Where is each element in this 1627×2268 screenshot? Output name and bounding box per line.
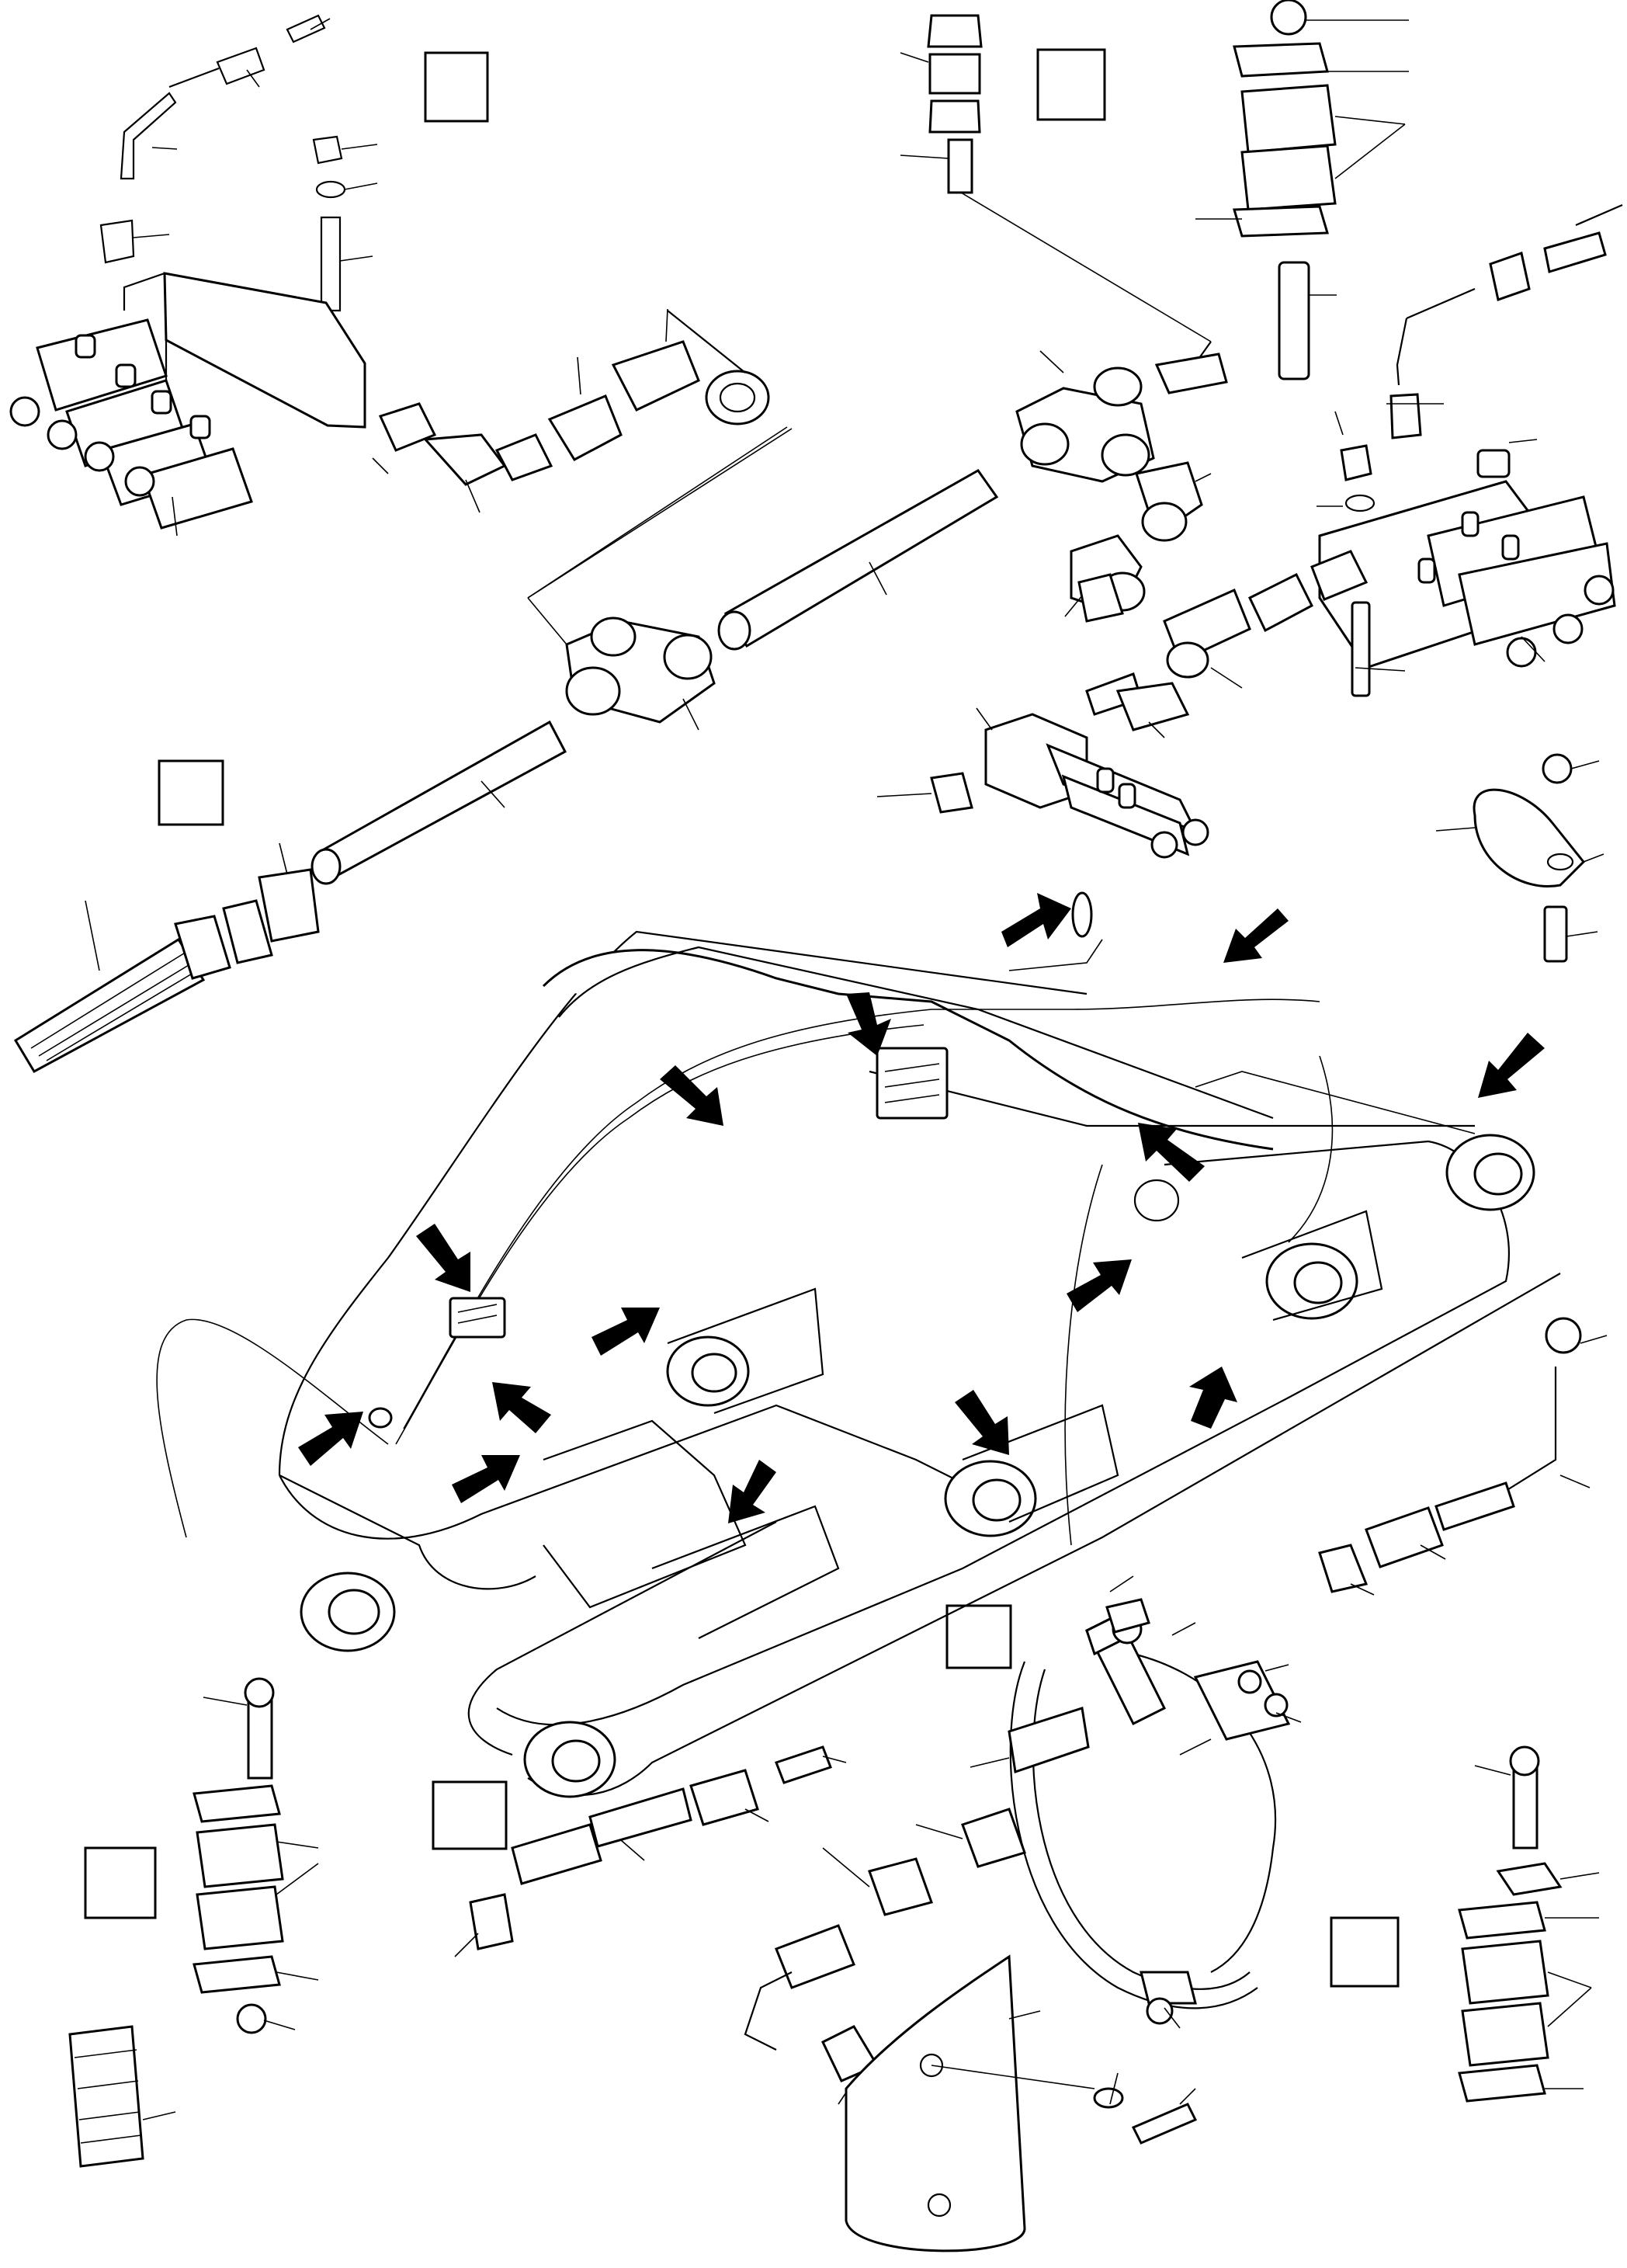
detail-d-band-clamp <box>970 1575 1302 2029</box>
section-box-f <box>1330 1916 1400 1988</box>
detail-g-clamp <box>68 1677 319 2168</box>
callout-f <box>660 1065 723 1126</box>
detail-f-clamp <box>1458 1745 1600 2103</box>
right-clamp-detail <box>1435 753 1604 963</box>
section-box-b <box>424 51 489 123</box>
boom-mini-distributor-b <box>449 1297 506 1339</box>
section-box-a <box>1036 48 1106 121</box>
callout-d-4 <box>955 1390 1009 1455</box>
boom-mini-distributor-a <box>876 1047 949 1120</box>
callout-g <box>492 1382 551 1433</box>
callout-e-top <box>1223 908 1289 963</box>
callout-d-1 <box>591 1308 660 1356</box>
section-box-e <box>432 1780 508 1850</box>
detail-c-hose <box>13 842 320 1074</box>
detail-a-lower-block <box>876 707 1209 859</box>
callout-b-right <box>1138 1123 1205 1182</box>
callout-a-top <box>1001 893 1071 947</box>
callout-b-left <box>416 1224 470 1292</box>
callout-a-mid <box>846 992 891 1056</box>
detail-a-clamp-stack <box>1195 0 1409 380</box>
callout-e-mid <box>1067 1259 1132 1312</box>
callout-e-right <box>1478 1033 1545 1098</box>
detail-a-union <box>900 14 1228 394</box>
callout-e-low <box>1189 1367 1237 1429</box>
callout-c-boom <box>298 1412 363 1466</box>
callout-d-2 <box>452 1455 520 1503</box>
right-grease-nipple-detail <box>1318 1317 1608 1596</box>
boom-body <box>156 891 1561 1798</box>
section-box-g <box>84 1846 157 1919</box>
section-box-d <box>945 1604 1012 1669</box>
detail-a-right-distributor <box>1317 203 1623 697</box>
tee-and-tube-assembly <box>310 350 1369 885</box>
callout-d-3 <box>728 1460 776 1523</box>
detail-e-fittings <box>454 1745 1198 2252</box>
section-box-c <box>158 759 224 826</box>
detail-b-distributor <box>9 14 793 599</box>
